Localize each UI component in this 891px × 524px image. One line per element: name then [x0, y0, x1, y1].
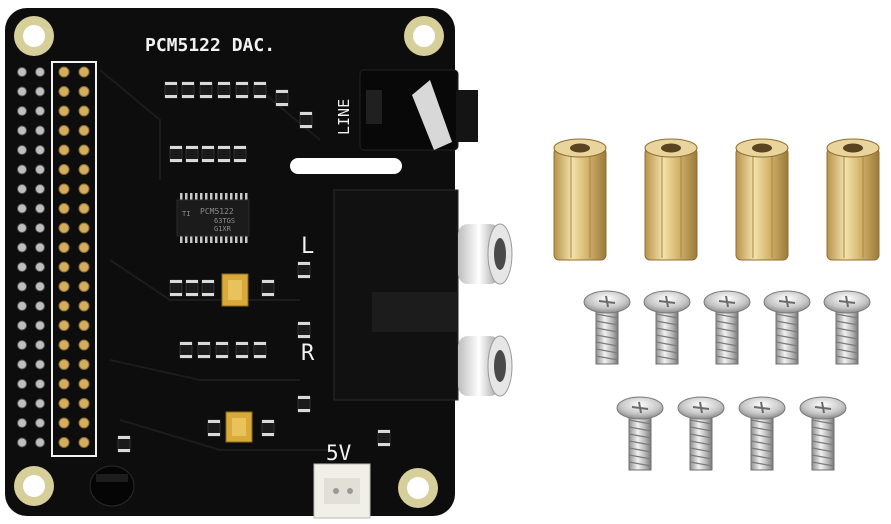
screw — [763, 290, 811, 365]
brass-standoff — [735, 138, 789, 261]
rca-jack-block — [333, 189, 513, 401]
pcm5122-chip: TI PCM5122 63TGS G1XR — [176, 193, 250, 243]
screw — [738, 396, 786, 471]
brass-standoff — [826, 138, 880, 261]
board-title: PCM5122 DAC. — [145, 35, 275, 56]
screws — [583, 290, 871, 471]
power-label: 5V — [326, 441, 352, 465]
smd-components — [117, 81, 391, 453]
screw — [823, 290, 871, 365]
tantalum-capacitors — [221, 273, 253, 443]
chip-mark: TI — [182, 210, 190, 218]
power-connector — [313, 463, 371, 519]
left-channel-label: L — [301, 234, 314, 259]
ir-receiver — [89, 465, 135, 507]
screw — [583, 290, 631, 365]
right-channel-label: R — [301, 341, 315, 366]
chip-line-1: PCM5122 — [200, 207, 234, 216]
line-out-jack — [359, 69, 478, 151]
rca-jack-left — [458, 223, 513, 285]
brass-standoff — [644, 138, 698, 261]
pcb-traces — [99, 69, 330, 451]
screw — [643, 290, 691, 365]
gpio-header — [17, 61, 97, 457]
chip-line-3: G1XR — [214, 225, 232, 233]
screw — [616, 396, 664, 471]
line-label: LINE — [335, 99, 353, 135]
brass-standoffs — [553, 138, 880, 261]
brass-standoff — [553, 138, 607, 261]
screw — [799, 396, 847, 471]
screw — [677, 396, 725, 471]
dac-board: PCM5122 DAC. LINE L R 5V TI PCM5122 63TG… — [5, 8, 513, 519]
mounting-holes — [14, 16, 444, 508]
board-slot — [290, 158, 402, 174]
chip-line-2: 63TGS — [214, 217, 235, 225]
screw — [703, 290, 751, 365]
rca-jack-right — [458, 335, 513, 397]
